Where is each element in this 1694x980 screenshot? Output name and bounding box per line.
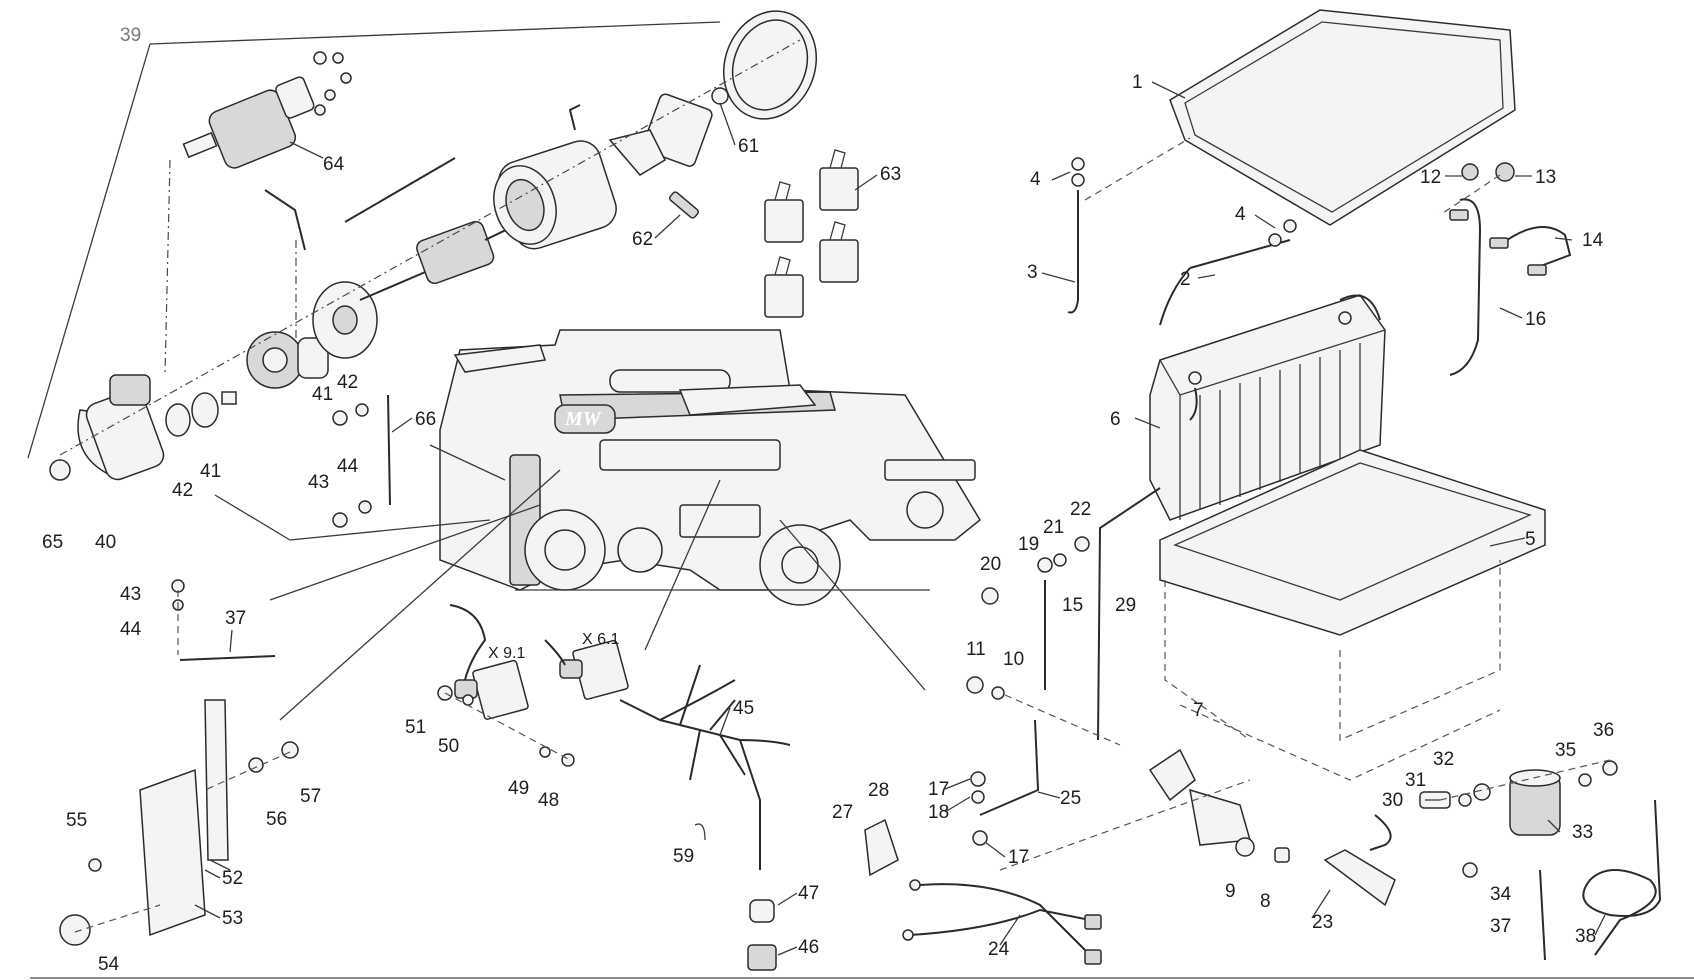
callout-6: 6 — [1110, 409, 1121, 430]
callout-66: 66 — [415, 409, 436, 430]
callout-41b: 41 — [200, 461, 221, 482]
end-plate — [312, 281, 378, 359]
lower-center-parts — [864, 818, 1102, 965]
callout-17a: 17 — [928, 779, 949, 800]
callout-14: 14 — [1582, 230, 1604, 251]
callout-59: 59 — [673, 846, 694, 867]
callout-15: 15 — [1062, 595, 1083, 616]
callout-64: 64 — [323, 154, 345, 175]
callout-27: 27 — [832, 802, 853, 823]
callout-8: 8 — [1260, 891, 1271, 912]
callout-43b: 43 — [120, 584, 141, 605]
battery-ribs — [1199, 343, 1361, 510]
callout-40: 40 — [95, 532, 116, 553]
callout-25: 25 — [1060, 788, 1081, 809]
callout-13: 13 — [1535, 167, 1556, 188]
callout-2: 2 — [1180, 269, 1191, 290]
callout-49: 49 — [508, 778, 529, 799]
callout-43a: 43 — [308, 472, 329, 493]
callout-56: 56 — [266, 809, 287, 830]
callout-53: 53 — [222, 908, 243, 929]
callout-42a: 42 — [337, 372, 358, 393]
callout-46: 46 — [798, 937, 819, 958]
machine-badge: MW — [564, 408, 602, 430]
wiring-harness — [619, 664, 791, 971]
callout-47: 47 — [798, 883, 819, 904]
callout-52: 52 — [222, 868, 243, 889]
callout-44a: 44 — [337, 456, 359, 477]
callout-19: 19 — [1018, 534, 1039, 555]
field-housing — [493, 104, 617, 250]
callout-35: 35 — [1555, 740, 1576, 761]
callout-51: 51 — [405, 717, 426, 738]
callout-37-left: 37 — [225, 608, 246, 629]
callout-labels: 1 2 3 4 4 5 6 7 8 9 10 11 12 13 14 15 16… — [42, 25, 1614, 975]
callout-22: 22 — [1070, 499, 1091, 520]
battery-assembly — [966, 9, 1662, 961]
callout-4b: 4 — [1235, 204, 1246, 225]
solenoid-part — [182, 51, 352, 169]
callout-24: 24 — [988, 939, 1010, 960]
callout-29: 29 — [1115, 595, 1136, 616]
callout-9: 9 — [1225, 881, 1236, 902]
callout-18: 18 — [928, 802, 949, 823]
callout-32: 32 — [1433, 749, 1454, 770]
callout-38: 38 — [1575, 926, 1596, 947]
lower-left-parts — [59, 394, 391, 946]
callout-41a: 41 — [312, 384, 333, 405]
carbon-brushes — [764, 149, 859, 318]
callout-48: 48 — [538, 790, 559, 811]
callout-5: 5 — [1525, 529, 1536, 550]
callout-28: 28 — [868, 780, 889, 801]
callout-45: 45 — [733, 698, 754, 719]
callout-leaders — [194, 81, 1606, 956]
connectors: X 9.1 X 6.1 — [437, 604, 629, 767]
callout-23: 23 — [1312, 912, 1333, 933]
callout-63: 63 — [880, 164, 901, 185]
callout-3: 3 — [1027, 262, 1038, 283]
callout-33: 33 — [1572, 822, 1593, 843]
starter-motor-assembly — [27, 10, 818, 481]
callout-37-right: 37 — [1490, 916, 1511, 937]
drive-pinion — [246, 331, 329, 389]
armature — [359, 220, 511, 301]
callout-7: 7 — [1193, 700, 1204, 721]
callout-62: 62 — [632, 229, 653, 250]
callout-12: 12 — [1420, 167, 1441, 188]
combine-harvester: MW — [439, 329, 981, 606]
callout-55: 55 — [66, 810, 87, 831]
callout-54: 54 — [98, 954, 120, 975]
callout-44b: 44 — [120, 619, 142, 640]
callout-21: 21 — [1043, 517, 1064, 538]
connector-label-x9-1: X 9.1 — [488, 645, 525, 662]
callout-31: 31 — [1405, 770, 1426, 791]
callout-57: 57 — [300, 786, 321, 807]
callout-30: 30 — [1382, 790, 1403, 811]
harvester-leader-lines — [214, 444, 926, 721]
connector-label-x6-1: X 6.1 — [582, 631, 619, 648]
callout-16: 16 — [1525, 309, 1546, 330]
callout-36: 36 — [1593, 720, 1614, 741]
callout-65: 65 — [42, 532, 63, 553]
callout-1: 1 — [1132, 72, 1143, 93]
callout-61: 61 — [738, 136, 759, 157]
starter-drive-housing — [49, 374, 165, 481]
callout-10: 10 — [1003, 649, 1024, 670]
callout-11: 11 — [966, 639, 986, 660]
callout-34: 34 — [1490, 884, 1512, 905]
callout-20: 20 — [980, 554, 1001, 575]
callout-4a: 4 — [1030, 169, 1041, 190]
callout-39: 39 — [120, 25, 141, 46]
callout-17b: 17 — [1008, 847, 1029, 868]
callout-42b: 42 — [172, 480, 193, 501]
callout-50: 50 — [438, 736, 459, 757]
